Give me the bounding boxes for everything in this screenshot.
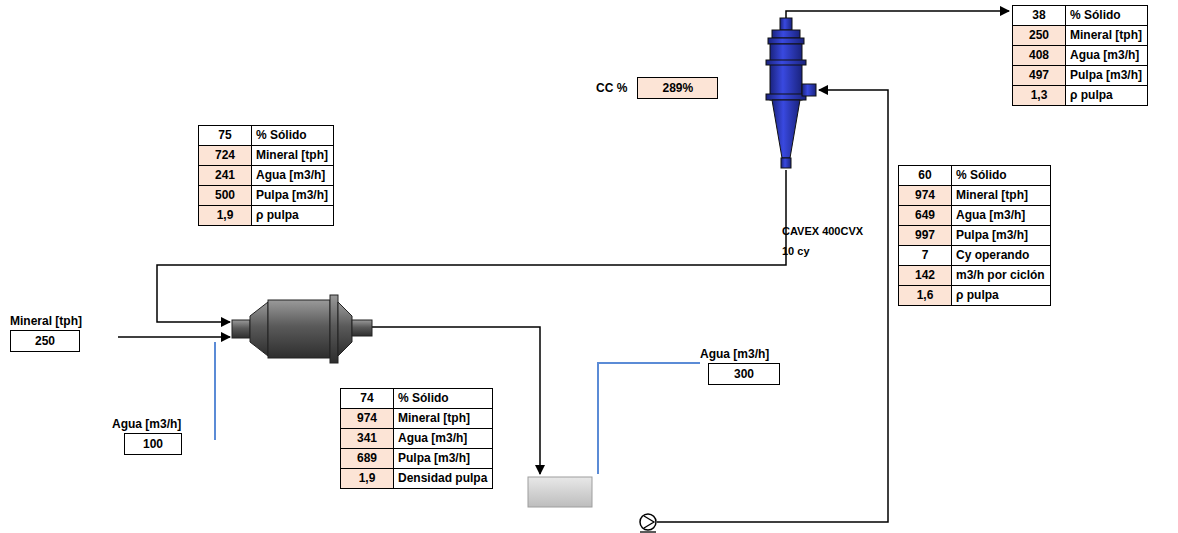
table-row: 689Pulpa [m3/h]	[341, 448, 492, 468]
table-row: 1,9Densidad pulpa	[341, 468, 492, 488]
table-value: 75	[199, 126, 252, 145]
slurry-pump	[640, 514, 656, 532]
table-value: 250	[1013, 26, 1066, 45]
table-label: Mineral [tph]	[1066, 26, 1147, 45]
input-box: CC % 289%	[596, 77, 718, 99]
table-value: 997	[899, 226, 952, 245]
table-value: 1,6	[899, 286, 952, 305]
mill-water-line	[214, 342, 216, 440]
table-row: 974Mineral [tph]	[899, 185, 1050, 205]
table-label: ρ pulpa	[252, 206, 304, 225]
fresh-feed-line	[118, 336, 230, 338]
table-label: Pulpa [m3/h]	[252, 186, 333, 205]
table-label: % Sólido	[394, 389, 454, 408]
sump-water-line	[598, 363, 700, 474]
input-box: Agua [m3/h]300	[700, 346, 780, 385]
table-row: 75% Sólido	[199, 126, 333, 145]
table-label: Pulpa [m3/h]	[394, 449, 475, 468]
stream-label: Mineral [tph]	[10, 313, 82, 329]
table-value: 497	[1013, 66, 1066, 85]
stream-value: 300	[708, 363, 780, 385]
table-label: Agua [m3/h]	[1066, 46, 1144, 65]
table-value: 341	[341, 429, 394, 448]
table-label: ρ pulpa	[952, 286, 1004, 305]
table-value: 689	[341, 449, 394, 468]
table-value: 7	[899, 246, 952, 265]
table-value: 38	[1013, 6, 1066, 25]
table-label: % Sólido	[252, 126, 312, 145]
table-value: 724	[199, 146, 252, 165]
data-table: 60% Sólido974Mineral [tph]649Agua [m3/h]…	[898, 165, 1051, 306]
table-value: 1,9	[199, 206, 252, 225]
table-label: Cy operando	[952, 246, 1034, 265]
table-value: 408	[1013, 46, 1066, 65]
table-label: Mineral [tph]	[952, 186, 1033, 205]
table-value: 649	[899, 206, 952, 225]
data-table: 74% Sólido974Mineral [tph]341Agua [m3/h]…	[340, 388, 493, 489]
input-box: Mineral [tph]250	[10, 313, 82, 352]
stream-value: 289%	[637, 77, 718, 99]
table-row: 38% Sólido	[1013, 6, 1147, 25]
table-row: 724Mineral [tph]	[199, 145, 333, 165]
table-row: 7Cy operando	[899, 245, 1050, 265]
data-table: 38% Sólido250Mineral [tph]408Agua [m3/h]…	[1012, 5, 1148, 106]
equipment-label: CAVEX 400CVX	[782, 225, 863, 237]
table-label: Densidad pulpa	[394, 469, 492, 488]
table-row: 60% Sólido	[899, 166, 1050, 185]
underflow-line	[157, 170, 786, 322]
table-row: 142m3/h por ciclón	[899, 265, 1050, 285]
table-value: 241	[199, 166, 252, 185]
table-label: Pulpa [m3/h]	[952, 226, 1033, 245]
table-value: 974	[341, 409, 394, 428]
table-label: m3/h por ciclón	[952, 266, 1050, 285]
table-row: 1,6ρ pulpa	[899, 285, 1050, 305]
table-value: 1,3	[1013, 86, 1066, 105]
table-value: 500	[199, 186, 252, 205]
stream-label: CC %	[596, 80, 627, 96]
table-row: 341Agua [m3/h]	[341, 428, 492, 448]
overflow-line	[786, 11, 1009, 18]
table-label: Agua [m3/h]	[252, 166, 330, 185]
table-label: Agua [m3/h]	[394, 429, 472, 448]
hydrocyclone	[766, 18, 816, 168]
table-row: 1,9ρ pulpa	[199, 205, 333, 225]
equipment-label: 10 cy	[782, 245, 810, 257]
input-box: Agua [m3/h]100	[112, 416, 182, 455]
table-label: ρ pulpa	[1066, 86, 1118, 105]
table-row: 250Mineral [tph]	[1013, 25, 1147, 45]
stream-label: Agua [m3/h]	[700, 346, 780, 362]
table-label: Mineral [tph]	[394, 409, 475, 428]
table-value: 60	[899, 166, 952, 185]
cyclone-feed-line	[657, 90, 888, 522]
table-value: 974	[899, 186, 952, 205]
table-value: 1,9	[341, 469, 394, 488]
ball-mill	[232, 295, 372, 363]
table-row: 974Mineral [tph]	[341, 408, 492, 428]
table-label: Mineral [tph]	[252, 146, 333, 165]
table-row: 497Pulpa [m3/h]	[1013, 65, 1147, 85]
data-table: 75% Sólido724Mineral [tph]241Agua [m3/h]…	[198, 125, 334, 226]
table-label: % Sólido	[952, 166, 1012, 185]
table-label: Agua [m3/h]	[952, 206, 1030, 225]
table-row: 408Agua [m3/h]	[1013, 45, 1147, 65]
table-label: % Sólido	[1066, 6, 1126, 25]
table-row: 241Agua [m3/h]	[199, 165, 333, 185]
table-value: 74	[341, 389, 394, 408]
table-row: 74% Sólido	[341, 389, 492, 408]
table-label: Pulpa [m3/h]	[1066, 66, 1147, 85]
table-value: 142	[899, 266, 952, 285]
table-row: 649Agua [m3/h]	[899, 205, 1050, 225]
stream-label: Agua [m3/h]	[112, 416, 182, 432]
sump-tank	[528, 477, 592, 507]
stream-value: 100	[124, 433, 182, 455]
stream-value: 250	[10, 330, 80, 352]
table-row: 1,3ρ pulpa	[1013, 85, 1147, 105]
table-row: 500Pulpa [m3/h]	[199, 185, 333, 205]
table-row: 997Pulpa [m3/h]	[899, 225, 1050, 245]
